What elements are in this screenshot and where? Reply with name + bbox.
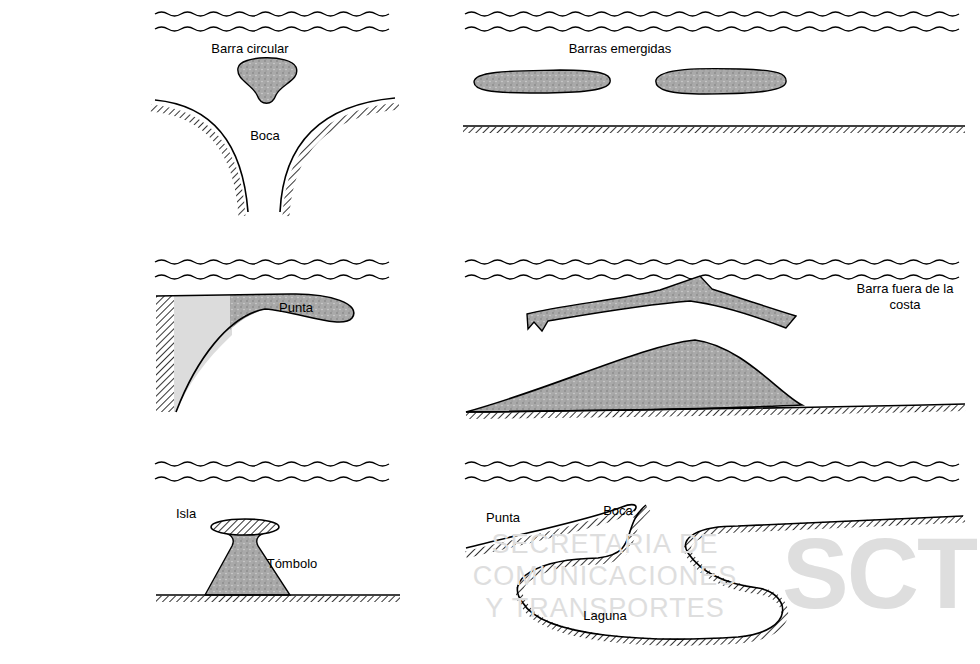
landform-label: Boca — [250, 128, 280, 144]
watermark-text: COMUNICACIONES — [473, 560, 738, 592]
watermark-text: SECRETARIA DE — [491, 528, 718, 560]
wave-line — [155, 12, 389, 16]
watermark-logo: SCT — [782, 513, 976, 633]
emerged-bars — [463, 69, 965, 133]
wave-line — [155, 27, 389, 31]
wave-line — [465, 275, 959, 279]
wave-line — [465, 12, 959, 16]
wave-line — [465, 260, 959, 264]
wave-line — [465, 462, 959, 466]
landform-label: Barras emergidas — [569, 41, 672, 57]
wave-line — [155, 477, 389, 481]
wave-line — [155, 260, 389, 264]
wave-line — [155, 462, 389, 466]
landform-label: Laguna — [583, 608, 626, 624]
landform-label: Barra circular — [211, 41, 288, 57]
wave-line — [465, 477, 959, 481]
landform-label: Tómbolo — [267, 556, 318, 572]
offshore-bar — [466, 276, 965, 416]
river-mouth — [151, 58, 399, 216]
tombolo — [156, 519, 400, 602]
wave-line — [465, 27, 959, 31]
landform-label: Boca — [603, 503, 633, 519]
spit — [156, 294, 354, 412]
landform-label: Isla — [176, 506, 196, 522]
landform-label: Punta — [486, 510, 520, 526]
landform-label: Punta — [279, 300, 313, 316]
wave-line — [155, 275, 389, 279]
landform-label: Barra fuera de la costa — [855, 281, 955, 312]
